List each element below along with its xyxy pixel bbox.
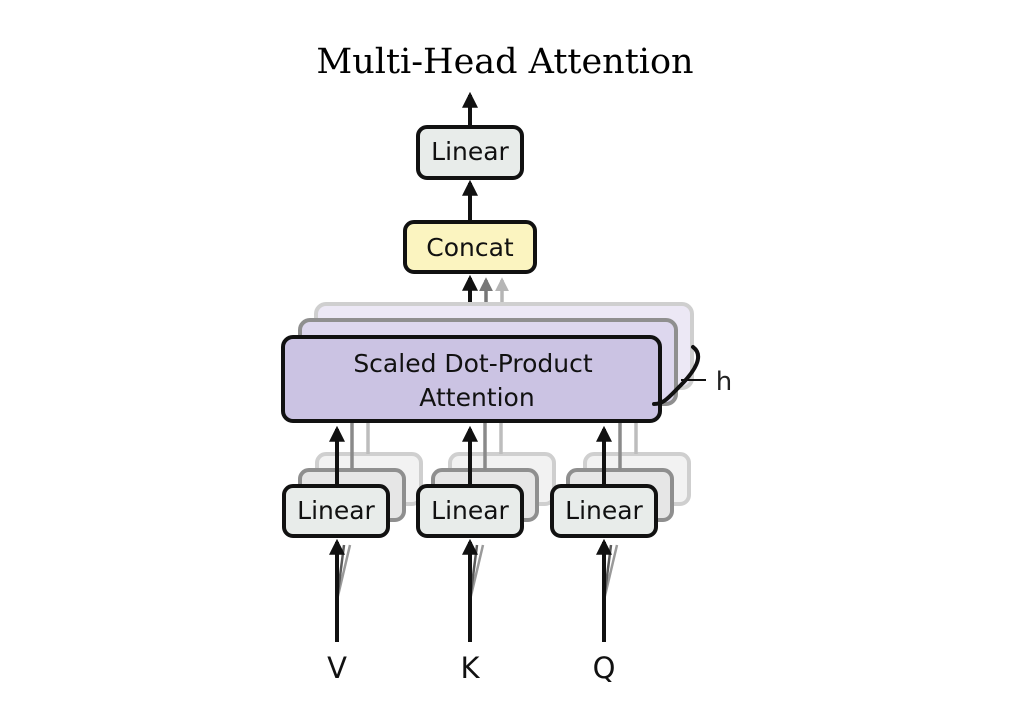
input-label-q: Q bbox=[593, 651, 616, 685]
attention-label-line2: Attention bbox=[419, 383, 534, 412]
q-linear-label: Linear bbox=[565, 496, 643, 525]
v-linear-label: Linear bbox=[297, 496, 375, 525]
concat-label: Concat bbox=[426, 233, 514, 262]
k-linear-label: Linear bbox=[431, 496, 509, 525]
output-linear-label: Linear bbox=[431, 137, 509, 166]
linear-to-attention-arrows-back bbox=[366, 423, 638, 454]
output-linear-box bbox=[416, 125, 524, 180]
diagram-title: Multi-Head Attention bbox=[316, 42, 693, 82]
heads-label: h bbox=[716, 367, 732, 397]
heads-brace bbox=[652, 345, 700, 406]
q-linear-box bbox=[550, 484, 658, 538]
attention-box bbox=[281, 335, 662, 423]
linear-to-attention-arrows-mid bbox=[350, 423, 622, 470]
input-label-v: V bbox=[327, 651, 347, 685]
input-arrow-fans bbox=[335, 544, 619, 601]
k-linear-box bbox=[416, 484, 524, 538]
attention-label-line1: Scaled Dot-Product bbox=[353, 349, 593, 378]
concat-box bbox=[403, 220, 537, 274]
input-label-k: K bbox=[460, 651, 480, 685]
v-linear-box bbox=[282, 484, 390, 538]
